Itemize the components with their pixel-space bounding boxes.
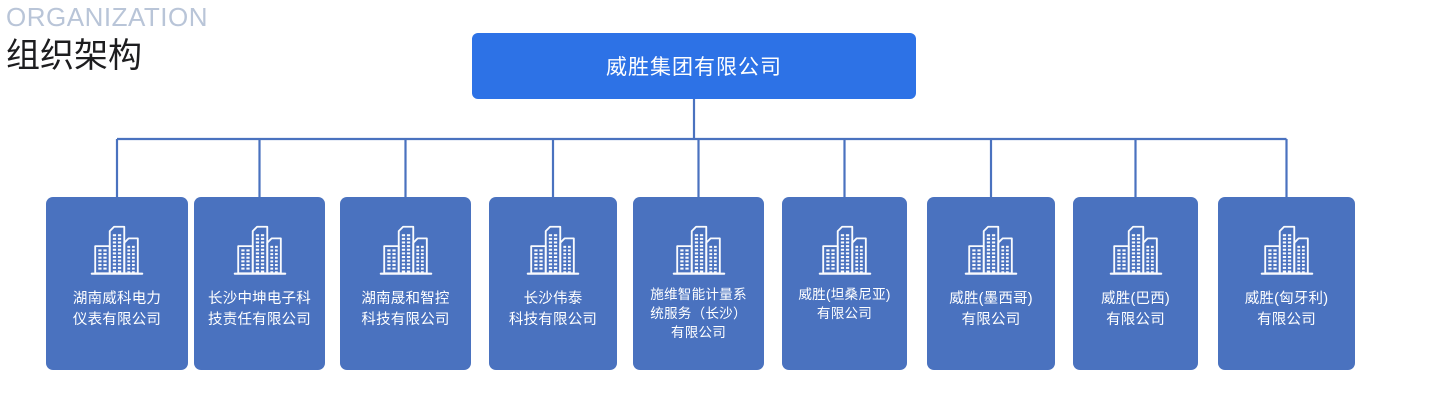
- org-child-card[interactable]: 湖南威科电力 仪表有限公司: [46, 197, 188, 370]
- org-child-label: 湖南晟和智控 科技有限公司: [361, 291, 450, 328]
- office-building-icon: [672, 225, 725, 275]
- office-building-icon: [526, 225, 580, 275]
- org-child-label: 长沙伟泰 科技有限公司: [508, 291, 598, 328]
- org-child-card[interactable]: 威胜(匈牙利) 有限公司: [1218, 197, 1355, 370]
- org-child-label: 湖南威科电力 仪表有限公司: [72, 291, 162, 328]
- org-root-node[interactable]: 威胜集团有限公司: [472, 33, 916, 99]
- org-child-card[interactable]: 威胜(坦桑尼亚) 有限公司: [782, 197, 907, 370]
- office-building-icon: [818, 225, 871, 275]
- org-child-card[interactable]: 施维智能计量系 统服务（长沙） 有限公司: [633, 197, 764, 370]
- org-root-label: 威胜集团有限公司: [606, 56, 782, 79]
- page-title: 组织架构: [6, 37, 142, 75]
- eyebrow-label: ORGANIZATION: [6, 2, 208, 32]
- office-building-icon: [964, 225, 1018, 275]
- office-building-icon: [1260, 225, 1313, 275]
- org-child-card[interactable]: 长沙中坤电子科 技责任有限公司: [194, 197, 325, 370]
- org-child-label: 威胜(墨西哥) 有限公司: [949, 291, 1033, 328]
- org-child-label: 威胜(匈牙利) 有限公司: [1244, 291, 1329, 328]
- org-child-card[interactable]: 长沙伟泰 科技有限公司: [489, 197, 617, 370]
- office-building-icon: [379, 225, 432, 275]
- org-children-row: 湖南威科电力 仪表有限公司 长沙中坤电子科 技责任有限公司 湖南晟和智控 科技有限公…: [0, 197, 1440, 372]
- org-child-card[interactable]: 湖南晟和智控 科技有限公司: [340, 197, 471, 370]
- page-heading: ORGANIZATION 组织架构: [6, 2, 426, 78]
- org-child-label: 威胜(巴西) 有限公司: [1101, 291, 1170, 328]
- office-building-icon: [233, 225, 286, 275]
- org-child-card[interactable]: 威胜(墨西哥) 有限公司: [927, 197, 1055, 370]
- org-child-label: 长沙中坤电子科 技责任有限公司: [208, 291, 311, 328]
- office-building-icon: [90, 225, 144, 275]
- office-building-icon: [1109, 225, 1162, 275]
- org-child-label: 施维智能计量系 统服务（长沙） 有限公司: [650, 287, 747, 340]
- org-child-card[interactable]: 威胜(巴西) 有限公司: [1073, 197, 1198, 370]
- org-child-label: 威胜(坦桑尼亚) 有限公司: [798, 287, 891, 321]
